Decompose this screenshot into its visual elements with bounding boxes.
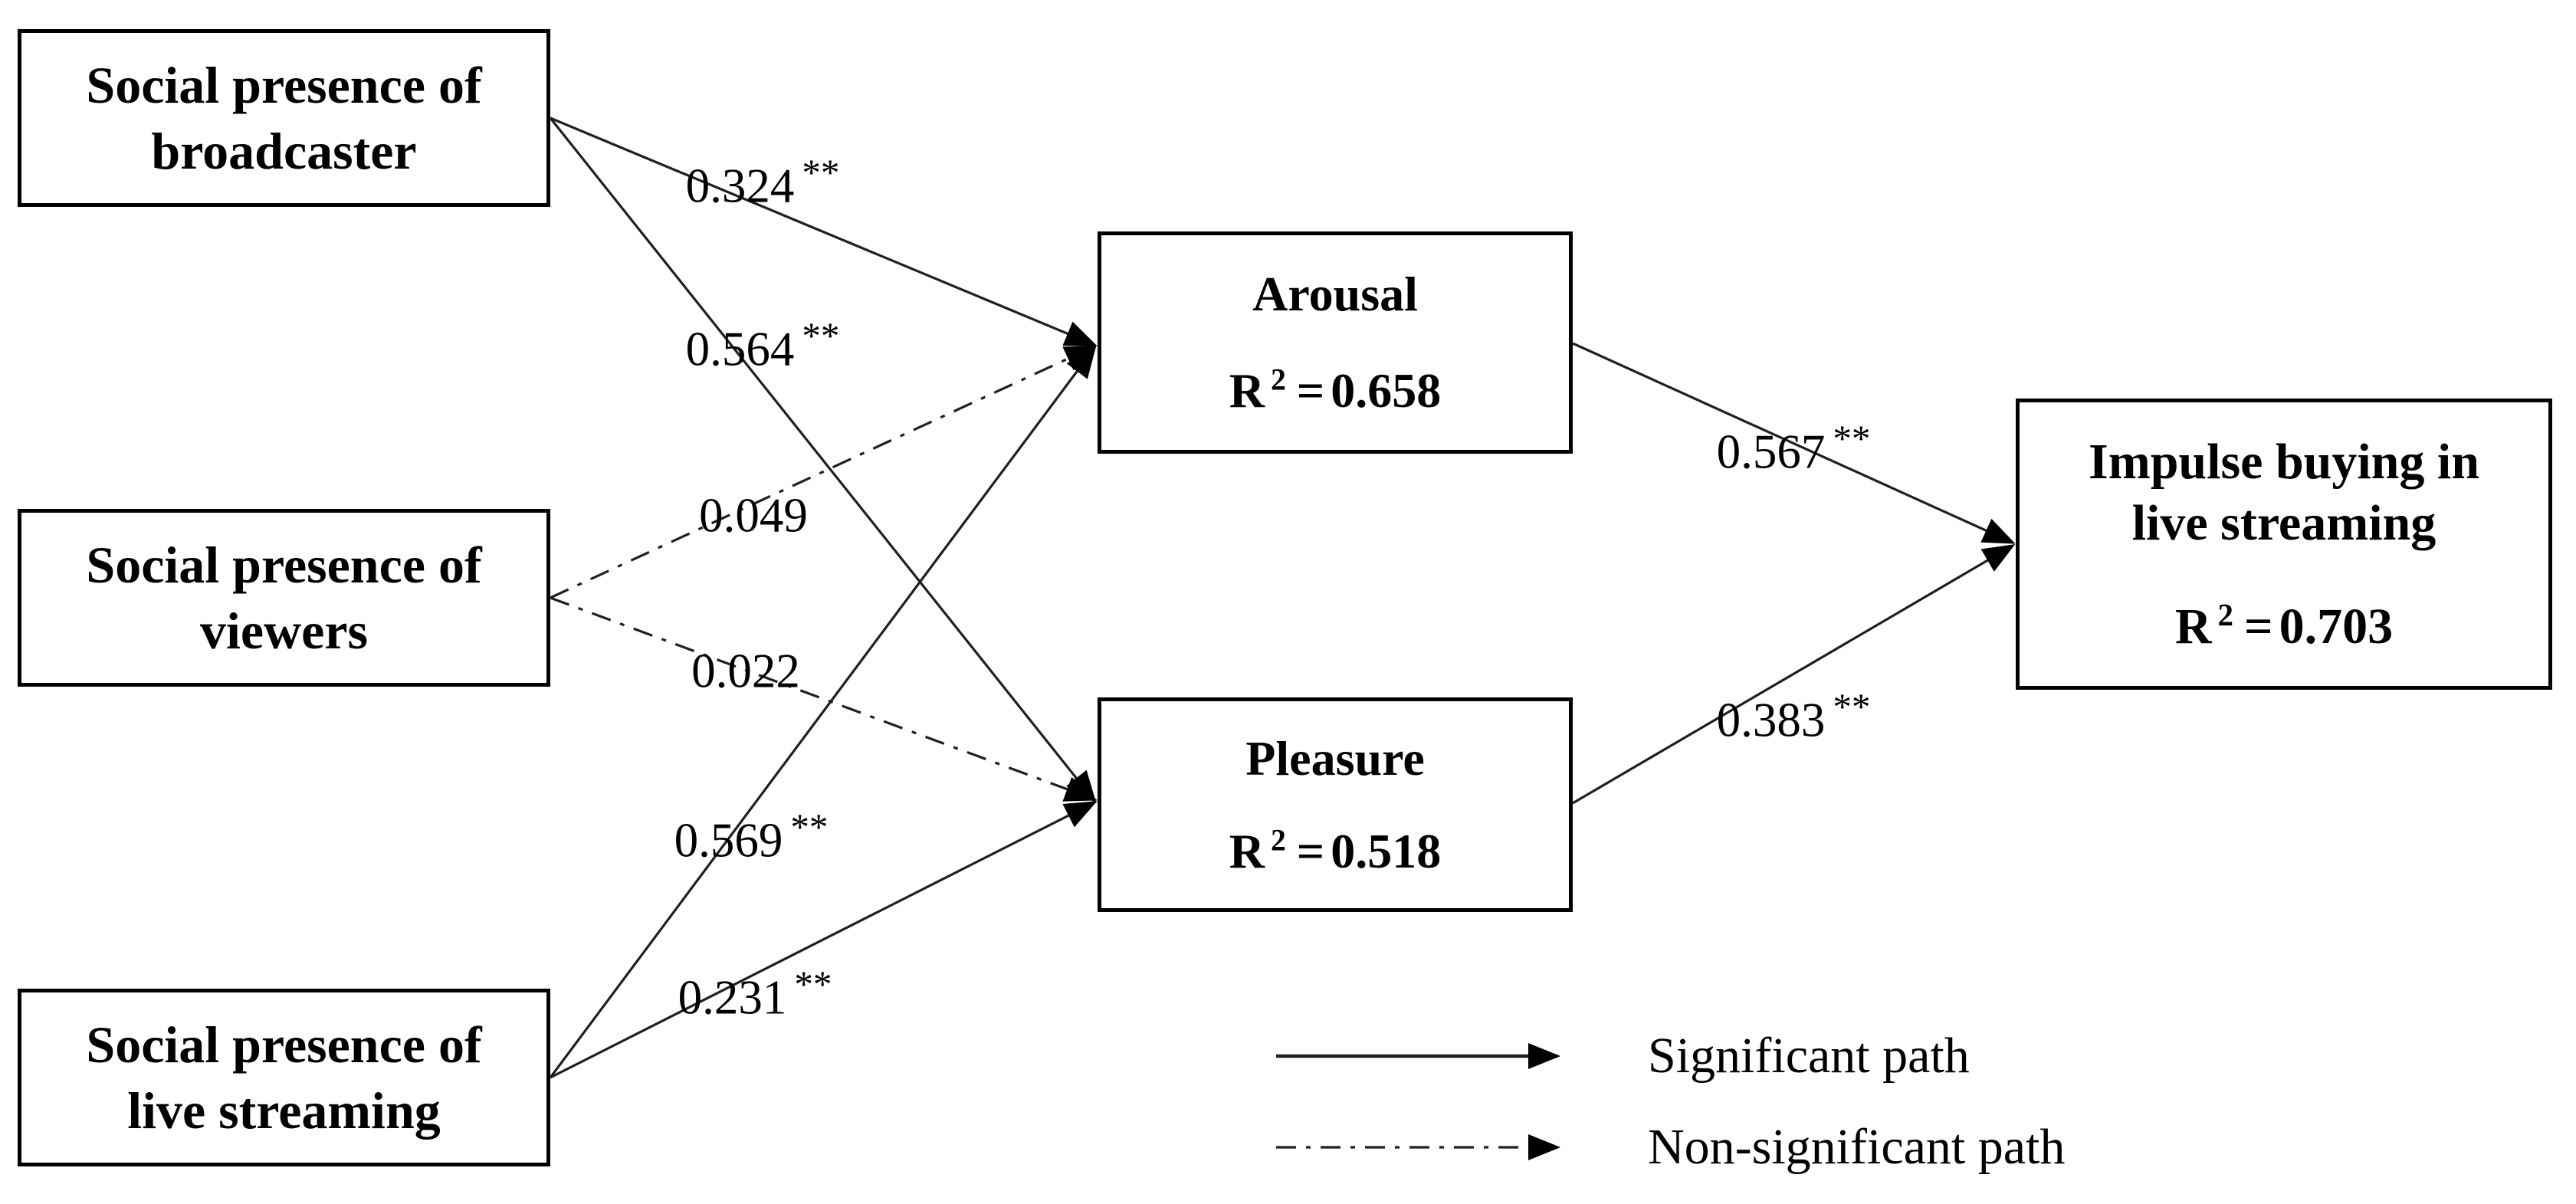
path-viewers-pleasure: [550, 596, 1098, 802]
path-pleasure-impulse: [1572, 543, 2016, 805]
coef-broadcaster-pleasure: 0.564**: [685, 317, 840, 378]
coef-stars: **: [802, 314, 840, 357]
coef-value: 0.383: [1716, 693, 1826, 747]
node-title-line2: live streaming: [2131, 494, 2437, 551]
coef-livestreaming-pleasure: 0.231**: [678, 965, 832, 1026]
coef-stars: **: [1833, 417, 1871, 460]
coef-value: 0.567: [1716, 425, 1826, 479]
node-label-line1: Social presence of: [86, 1015, 482, 1074]
equals-sign: =: [1296, 363, 1325, 418]
coef-value: 0.022: [691, 644, 800, 698]
node-title-line1: Impulse buying in: [2089, 433, 2479, 490]
path-arousal-impulse: [1572, 342, 2016, 544]
node-label-line2: viewers: [199, 602, 368, 660]
r2-number: 0.518: [1331, 823, 1442, 878]
coef-viewers-pleasure: 0.022: [691, 644, 808, 700]
r2-number: 0.658: [1331, 363, 1442, 418]
path-viewers-arousal: [550, 345, 1098, 599]
coef-stars: **: [802, 151, 840, 194]
node-social-presence-broadcaster: Social presence of broadcaster: [18, 29, 550, 207]
coef-broadcaster-arousal: 0.324**: [685, 153, 840, 215]
legend-significant-label: Significant path: [1648, 1028, 1970, 1084]
equals-sign: =: [1296, 823, 1325, 878]
r2-number: 0.703: [2279, 598, 2394, 654]
coef-stars: **: [794, 963, 832, 1006]
r-exponent: 2: [2217, 597, 2233, 632]
path-broadcaster-pleasure: [549, 117, 1097, 804]
r-exponent: 2: [1270, 363, 1286, 397]
r-exponent: 2: [1270, 823, 1286, 858]
coef-stars: **: [1833, 685, 1871, 728]
node-title-block: Impulse buying in live streaming: [2089, 431, 2479, 554]
path-livestreaming-arousal: [549, 345, 1097, 1078]
coef-livestreaming-arousal: 0.569**: [674, 808, 829, 869]
coef-value: 0.564: [685, 322, 795, 376]
equals-sign: =: [2244, 598, 2273, 654]
legend-nonsignificant-label: Non-significant path: [1648, 1119, 2066, 1175]
node-social-presence-viewers: Social presence of viewers: [18, 509, 550, 687]
coef-viewers-arousal: 0.049: [699, 488, 815, 544]
coef-stars: **: [790, 805, 829, 848]
node-title: Arousal: [1252, 267, 1418, 321]
path-broadcaster-arousal: [550, 116, 1098, 346]
coef-value: 0.049: [699, 488, 808, 543]
node-title: Pleasure: [1245, 730, 1425, 786]
node-label-line1: Social presence of: [86, 56, 482, 114]
coef-value: 0.324: [685, 159, 795, 213]
coef-arousal-impulse: 0.567**: [1716, 419, 1871, 481]
path-livestreaming-pleasure: [550, 801, 1098, 1079]
r-symbol: R: [1229, 363, 1265, 418]
node-social-presence-live-streaming: Social presence of live streaming: [18, 989, 550, 1166]
r-symbol: R: [2174, 598, 2212, 654]
node-label-line1: Social presence of: [86, 536, 482, 594]
r-symbol: R: [1229, 823, 1265, 878]
coef-value: 0.569: [674, 813, 783, 868]
coef-value: 0.231: [678, 970, 787, 1025]
coef-pleasure-impulse: 0.383**: [1716, 687, 1871, 749]
node-label-line2: live streaming: [127, 1081, 441, 1140]
node-label-line2: broadcaster: [151, 122, 417, 180]
